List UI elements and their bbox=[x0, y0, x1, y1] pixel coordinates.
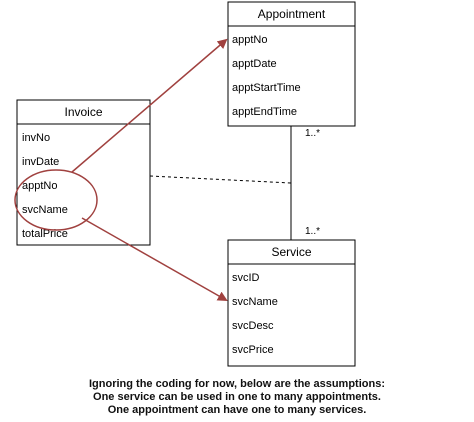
caption-line-2: One service can be used in one to many a… bbox=[93, 391, 381, 403]
appointment-attr-apptno: apptNo bbox=[232, 34, 267, 46]
invoice-attr-invdate: invDate bbox=[22, 156, 59, 168]
service-attr-svcdesc: svcDesc bbox=[232, 320, 274, 332]
service-title: Service bbox=[271, 245, 311, 259]
invoice-attr-apptno: apptNo bbox=[22, 180, 57, 192]
class-appointment[interactable]: Appointment apptNo apptDate apptStartTim… bbox=[227, 1, 356, 127]
appointment-attr-apptstarttime: apptStartTime bbox=[232, 82, 301, 94]
appointment-attr-apptdate: apptDate bbox=[232, 58, 277, 70]
class-service[interactable]: Service svcID svcName svcDesc svcPrice bbox=[227, 239, 356, 367]
service-attr-svcid: svcID bbox=[232, 272, 260, 284]
invoice-title: Invoice bbox=[64, 105, 102, 119]
annotation-arrow-to-appointment bbox=[71, 38, 228, 173]
service-attr-svcprice: svcPrice bbox=[232, 344, 274, 356]
caption-line-3: One appointment can have one to many ser… bbox=[107, 404, 367, 416]
caption-line-1: Ignoring the coding for now, below are t… bbox=[89, 378, 385, 390]
multiplicity-appointment-end: 1..* bbox=[305, 128, 320, 139]
annotation-arrow-to-service bbox=[81, 217, 228, 301]
annotation-highlight-ellipse bbox=[14, 169, 98, 231]
service-box bbox=[227, 239, 356, 367]
invoice-attr-totalprice: totalPrice bbox=[22, 228, 68, 240]
invoice-attr-invno: invNo bbox=[22, 132, 50, 144]
appointment-box bbox=[227, 1, 356, 127]
multiplicity-service-end: 1..* bbox=[305, 226, 320, 237]
appointment-title: Appointment bbox=[258, 7, 326, 21]
invoice-attr-svcname: svcName bbox=[22, 204, 68, 216]
service-attr-svcname: svcName bbox=[232, 296, 278, 308]
association-class-dashed-link bbox=[149, 175, 292, 184]
appointment-attr-apptendtime: apptEndTime bbox=[232, 106, 297, 118]
